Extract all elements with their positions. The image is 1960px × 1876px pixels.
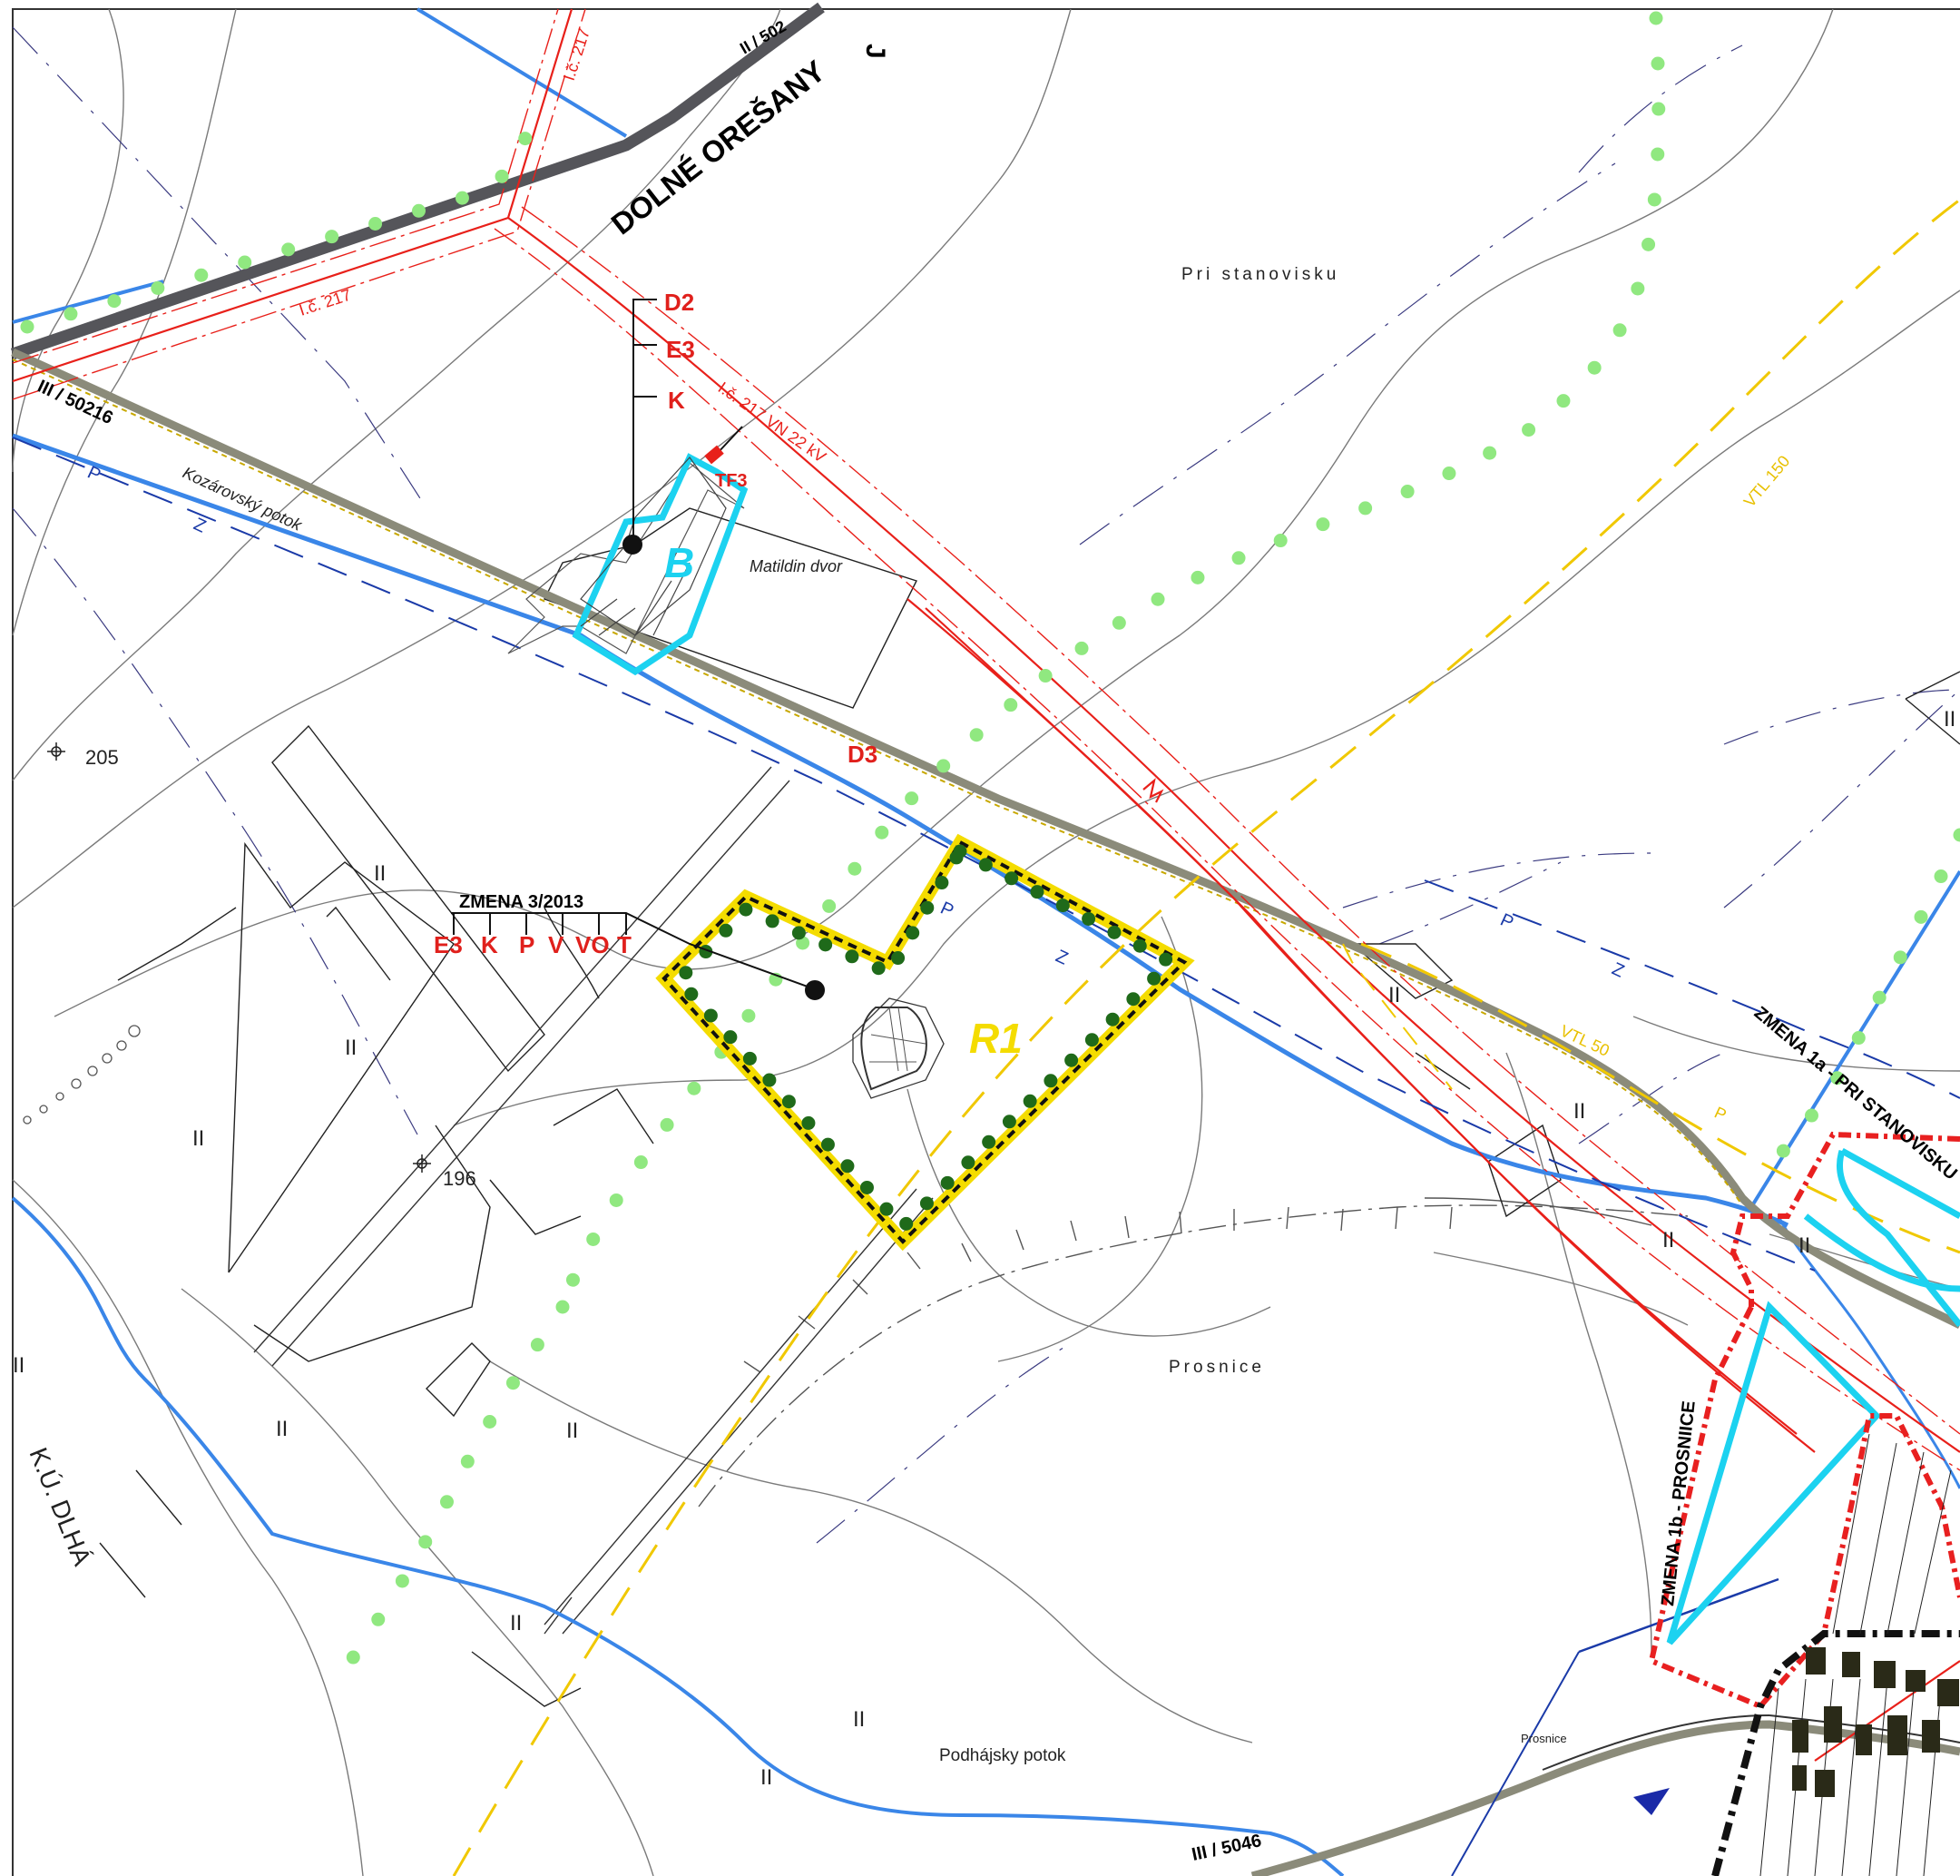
tf3-marker [704, 445, 724, 465]
label-sewer-p-2: P [937, 899, 956, 922]
label-category-ii-11: II [1573, 1099, 1585, 1124]
map-labels: DOLNÉ OREŠANY J II / 502 III / 50216 III… [13, 17, 1960, 1865]
power-lines [12, 8, 1960, 1762]
label-pri-stanovisku: Pri stanovisku [1181, 265, 1339, 284]
field-road [253, 766, 934, 1635]
label-code-b-2: K [668, 387, 685, 414]
label-gas-p: P [1711, 1103, 1729, 1124]
label-category-ii-2: II [345, 1036, 357, 1060]
label-category-ii-12: II [1662, 1228, 1674, 1252]
label-power-217-vn: I.č. 217 VN 22 kV [715, 378, 829, 467]
greenery-lines [20, 11, 1960, 1677]
label-zone-b: B [664, 539, 694, 586]
gas-lines [452, 198, 1960, 1876]
label-zone-r1: R1 [969, 1015, 1023, 1062]
label-vtl-150: VTL 150 [1740, 452, 1794, 510]
label-category-ii-6: II [566, 1419, 578, 1443]
sewer-arrow [1633, 1788, 1670, 1815]
zone-1b-red-dashed [1648, 1305, 1960, 1710]
road-50216 [11, 348, 1960, 1330]
label-code-r1-4: VO [575, 931, 610, 958]
height-points [47, 742, 431, 1173]
label-settlement-arrow: J [860, 44, 890, 59]
label-ku-dlha: K.Ú. DLHÁ [24, 1444, 96, 1570]
label-height-196: 196 [443, 1167, 476, 1190]
label-category-ii-9: II [760, 1765, 772, 1790]
road-502 [10, 2, 825, 360]
label-sewer-z-3: Z [1609, 959, 1627, 982]
parcel-outlines [99, 507, 1960, 1707]
label-podhajsky-potok: Podhájsky potok [939, 1746, 1066, 1765]
label-code-r1-0: E3 [434, 931, 463, 958]
label-category-ii-5: II [276, 1417, 288, 1441]
label-code-b-0: D2 [664, 289, 694, 316]
zone-r1[interactable] [655, 833, 1195, 1252]
label-prosnice: Prosnice [1169, 1358, 1265, 1377]
leader-lines [451, 299, 825, 1000]
label-tf3: TF3 [715, 471, 748, 491]
label-code-r1-2: P [519, 931, 534, 958]
zone-1a-red-dashed [1730, 1131, 1960, 1307]
label-sewer-p-3: P [1497, 910, 1516, 934]
cadastral-lines [12, 26, 1960, 1544]
label-code-b-1: E3 [666, 336, 695, 363]
change-zones [1648, 1131, 1960, 1710]
label-code-r1-1: K [481, 931, 498, 958]
zone-1b-cyan [1666, 1301, 1881, 1645]
village-area [1711, 1433, 1960, 1876]
label-prosnice-small: Prosnice [1521, 1732, 1567, 1745]
label-category-ii-14: II [1944, 707, 1955, 732]
embankment-line [698, 1197, 1689, 1508]
label-height-205: 205 [85, 746, 119, 769]
label-category-ii-4: II [13, 1353, 24, 1378]
label-category-ii-7: II [510, 1611, 522, 1635]
label-sewer-z-2: Z [1053, 947, 1071, 969]
label-code-r1-3: V [548, 931, 564, 958]
label-change-3-2013: ZMENA 3/2013 [459, 892, 583, 912]
label-category-ii-3: II [192, 1126, 204, 1151]
label-road-5046: III / 5046 [1190, 1831, 1263, 1865]
label-code-r1-5: T [617, 931, 632, 958]
zone-1a-cyan [1803, 1147, 1960, 1328]
map-frame [12, 8, 1960, 1876]
label-sewer-z-1: Z [191, 515, 209, 537]
label-matildin-dvor: Matildin dvor [750, 557, 843, 575]
label-category-ii-13: II [1798, 1233, 1810, 1258]
label-change-1b: ZMENA 1b - PROSNIICE [1658, 1400, 1700, 1606]
zone-b[interactable] [507, 453, 749, 676]
spring-points [23, 1025, 141, 1125]
label-d3: D3 [848, 741, 877, 768]
label-power-217-a: I.č. 217 [297, 286, 353, 319]
label-category-ii-1: II [374, 861, 386, 886]
label-category-ii-8: II [853, 1707, 865, 1732]
label-category-ii-10: II [1388, 983, 1400, 1007]
